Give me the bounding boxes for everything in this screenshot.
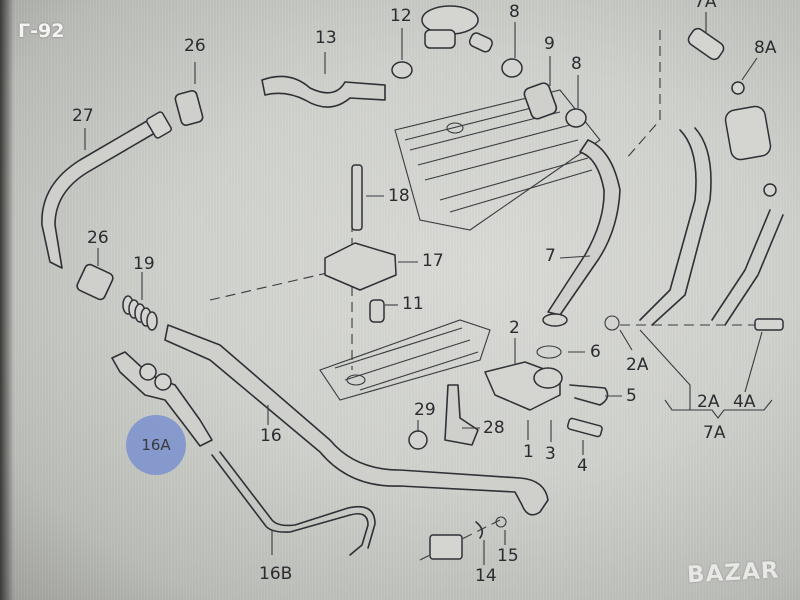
part-27-pipe <box>41 117 161 269</box>
label-part-8-upper: 8 <box>509 2 520 22</box>
label-part-8A: 8A <box>754 38 777 58</box>
label-part-7A-bottom: 7A <box>703 423 726 443</box>
label-part-26-upper: 26 <box>184 36 206 56</box>
part-2A-seal <box>604 315 620 331</box>
label-part-7: 7 <box>545 246 556 266</box>
label-part-2A-lower: 2A <box>697 392 720 412</box>
part-29-clamp <box>408 430 428 450</box>
part-14-bracket <box>429 534 463 560</box>
part-15-washer <box>495 516 507 528</box>
bazar-logo: BAZAR <box>686 557 781 589</box>
label-part-11: 11 <box>402 294 424 314</box>
label-part-28: 28 <box>483 418 505 438</box>
part-8-clamp-lower <box>565 108 587 128</box>
label-part-26-lower: 26 <box>87 228 109 248</box>
highlight-circle-part-16A: 16A <box>126 415 186 475</box>
part-18-bolt <box>351 164 363 231</box>
photo-edge-shadow <box>0 0 14 600</box>
label-part-1: 1 <box>523 442 534 462</box>
part-11-grommet <box>369 299 385 323</box>
filter-element <box>724 105 772 161</box>
label-part-16A: 16A <box>141 436 171 454</box>
label-part-6: 6 <box>590 342 601 362</box>
label-part-27: 27 <box>72 106 94 126</box>
part-7A-pipe-right <box>711 209 784 326</box>
label-part-15: 15 <box>497 546 519 566</box>
label-part-7A-top: 7A <box>694 0 717 12</box>
part-19-spring <box>122 295 158 331</box>
part-17-bracket <box>324 242 397 291</box>
part-7A-fitting <box>687 27 725 61</box>
part-12-clamp <box>391 61 413 79</box>
part-26-lower-sleeve <box>76 263 114 301</box>
part-9-sleeve <box>523 82 558 120</box>
leader-lines <box>84 12 773 565</box>
label-part-2A-upper: 2A <box>626 355 649 375</box>
part-27-end-fitting <box>146 111 172 139</box>
part-28-hose <box>444 384 479 446</box>
label-part-14: 14 <box>475 566 497 586</box>
part-7A-pipe-left <box>639 127 712 326</box>
part-4-bolt <box>566 417 603 438</box>
part-16B-pipe <box>211 454 369 556</box>
valve-cover <box>319 89 601 401</box>
label-part-13: 13 <box>315 28 337 48</box>
label-part-19: 19 <box>133 254 155 274</box>
label-part-8-lower: 8 <box>571 54 582 74</box>
label-part-29: 29 <box>414 400 436 420</box>
part-13-hose <box>261 75 386 108</box>
label-part-5: 5 <box>626 386 637 406</box>
part-26-upper-sleeve <box>174 90 204 126</box>
label-part-4A: 4A <box>733 392 756 412</box>
label-part-3: 3 <box>545 444 556 464</box>
part-8-clamp-upper <box>501 58 523 78</box>
part-6-seal <box>536 345 562 359</box>
label-part-18: 18 <box>388 186 410 206</box>
label-part-2: 2 <box>509 318 520 338</box>
label-part-16B: 16B <box>259 564 293 584</box>
label-part-4: 4 <box>577 456 588 476</box>
part-4A-bolt <box>754 318 784 331</box>
part-14-clip <box>475 521 484 539</box>
breather-valve <box>421 5 493 53</box>
part-8A-nut <box>731 81 745 95</box>
label-part-17: 17 <box>422 251 444 271</box>
watermark-code: Г-92 <box>18 20 65 42</box>
label-part-9: 9 <box>544 34 555 54</box>
label-part-16: 16 <box>260 426 282 446</box>
part-5-clip <box>569 384 609 406</box>
part-16-hose <box>164 324 549 516</box>
label-part-12: 12 <box>390 6 412 26</box>
